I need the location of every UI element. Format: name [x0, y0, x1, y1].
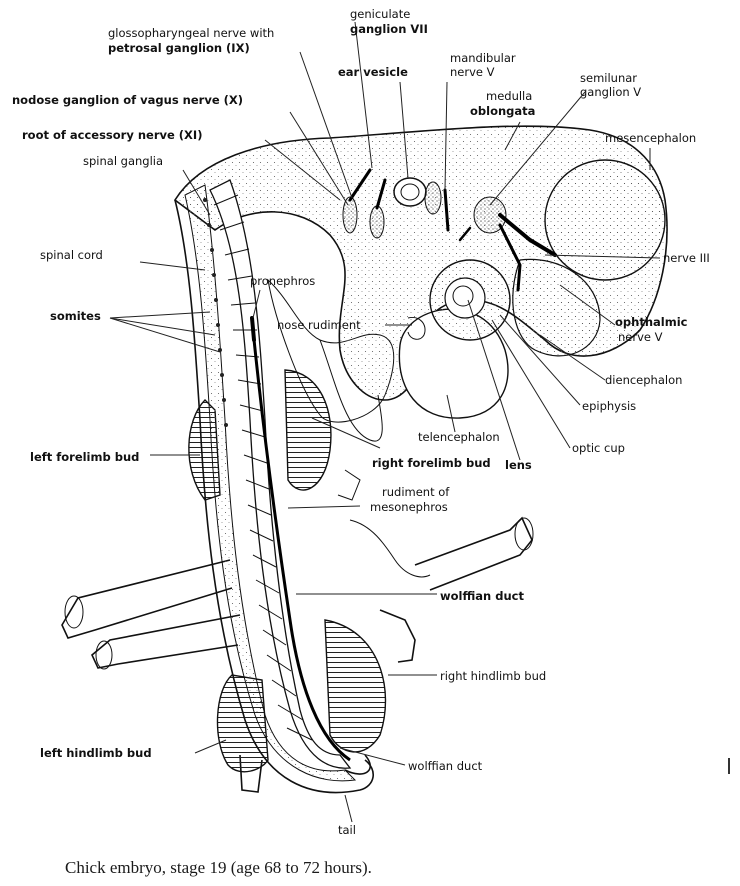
label-optic-cup: optic cup — [572, 441, 625, 455]
figure-caption: Chick embryo, stage 19 (age 68 to 72 hou… — [65, 858, 372, 877]
pronephros-mark — [252, 318, 254, 340]
right-hindlimb-bud-shape — [325, 620, 385, 752]
label-ear-vesicle: ear vesicle — [338, 65, 408, 79]
label-right-forelimb-bud: right forelimb bud — [372, 456, 491, 470]
label-medulla-2: oblongata — [470, 104, 535, 118]
label-spinal-cord: spinal cord — [40, 248, 103, 262]
label-semilunar-1: semilunar — [580, 71, 637, 85]
label-left-hindlimb-bud: left hindlimb bud — [40, 746, 152, 760]
label-spinal-ganglia: spinal ganglia — [83, 154, 163, 168]
right-forelimb-bud-shape — [285, 370, 331, 490]
label-lens: lens — [505, 458, 532, 472]
label-glossopharyngeal-2: petrosal ganglion (IX) — [108, 41, 250, 55]
label-ganglion-vii: ganglion VII — [350, 22, 428, 36]
label-ophthalmic-2: nerve V — [618, 330, 663, 344]
label-medulla-1: medulla — [486, 89, 532, 103]
optic-cup-shape — [430, 260, 510, 340]
label-mesonephros-1: rudiment of — [382, 485, 450, 499]
label-mesencephalon: mesencephalon — [605, 131, 696, 145]
label-pronephros: pronephros — [250, 274, 315, 288]
label-wolffian-duct-lower: wolffian duct — [408, 759, 483, 773]
label-mandibular-1: mandibular — [450, 51, 516, 65]
ear-vesicle-shape — [394, 178, 426, 206]
label-right-hindlimb-bud: right hindlimb bud — [440, 669, 546, 683]
label-telencephalon: telencephalon — [418, 430, 500, 444]
label-nodose-ganglion: nodose ganglion of vagus nerve (X) — [12, 93, 243, 107]
label-geniculate: geniculate — [350, 7, 410, 21]
label-somites: somites — [50, 309, 101, 323]
label-glossopharyngeal-1: glossopharyngeal nerve with — [108, 26, 274, 40]
label-diencephalon: diencephalon — [605, 373, 682, 387]
label-wolffian-duct-upper: wolffian duct — [440, 589, 524, 603]
mesencephalon-shape — [545, 160, 665, 280]
label-mesonephros-2: mesonephros — [370, 500, 448, 514]
label-ophthalmic-1: ophthalmic — [615, 315, 688, 329]
label-left-forelimb-bud: left forelimb bud — [30, 450, 139, 464]
label-accessory-nerve: root of accessory nerve (XI) — [22, 128, 202, 142]
label-epiphysis: epiphysis — [582, 399, 636, 413]
label-nose-rudiment: nose rudiment — [277, 318, 361, 332]
label-semilunar-2: ganglion V — [580, 85, 641, 99]
label-tail: tail — [338, 823, 356, 837]
label-mandibular-2: nerve V — [450, 65, 495, 79]
label-nerve-iii: nerve III — [663, 251, 710, 265]
